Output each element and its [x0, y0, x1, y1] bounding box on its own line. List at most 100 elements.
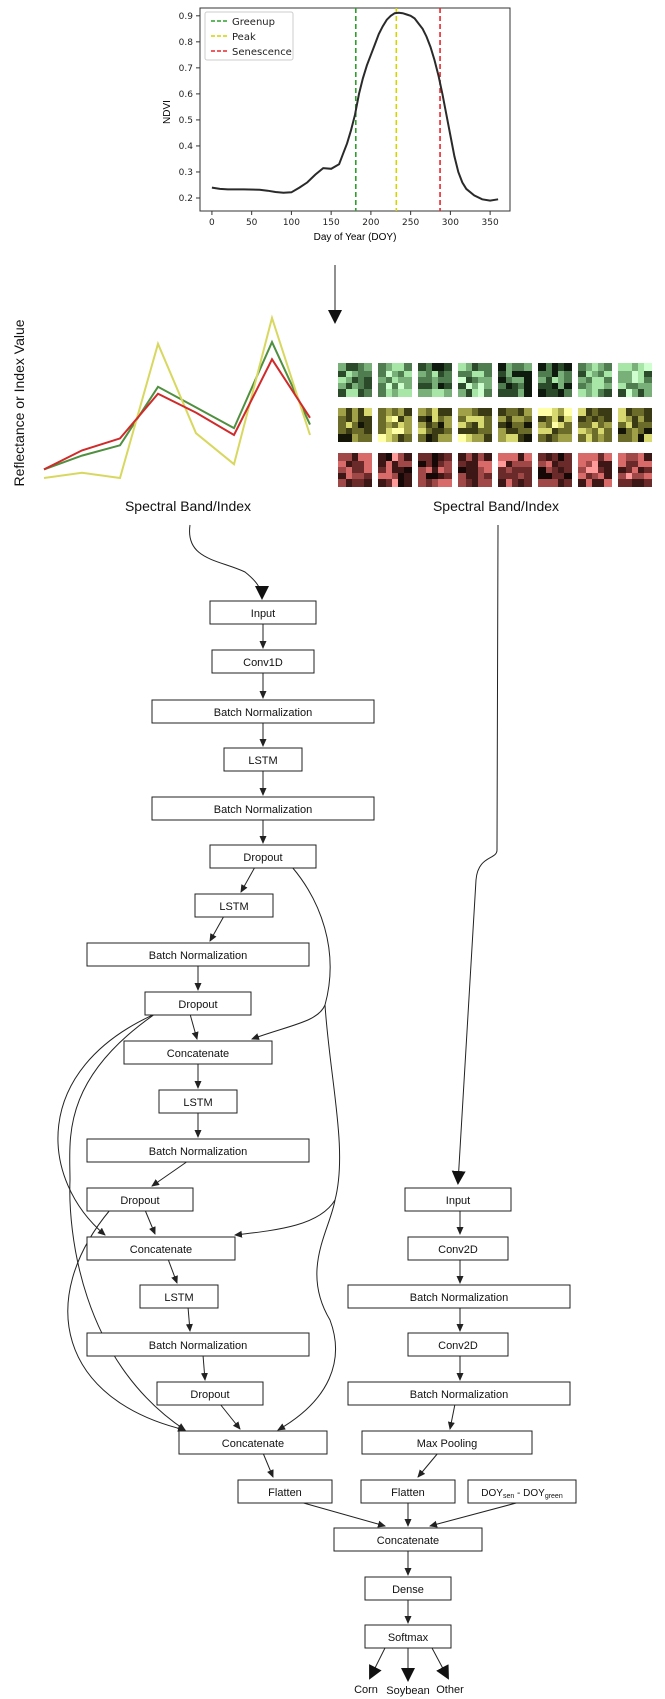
node-label: Input — [251, 608, 275, 620]
pixel — [564, 434, 572, 442]
output-soybean: Soybean — [386, 1685, 429, 1697]
pixel — [626, 434, 634, 442]
pixel — [564, 416, 572, 424]
pixel — [404, 422, 412, 430]
pixel — [552, 363, 560, 371]
pixel — [466, 363, 474, 371]
pixel — [506, 408, 514, 416]
pixel — [358, 377, 366, 385]
pixel — [418, 473, 426, 481]
pixel — [558, 453, 566, 461]
pixel — [386, 408, 394, 416]
pixel — [404, 428, 412, 436]
pixel — [438, 389, 446, 397]
pixel — [586, 461, 594, 469]
pixel — [626, 422, 634, 430]
pixel — [518, 453, 526, 461]
pixel — [392, 383, 400, 391]
legend: Greenup Peak Senescence — [204, 11, 294, 61]
pixel — [438, 371, 446, 379]
pixel — [618, 422, 626, 430]
pixel — [604, 453, 612, 461]
pixel — [638, 383, 646, 391]
pixel — [418, 363, 426, 371]
pixel — [632, 416, 640, 424]
pixel — [458, 428, 466, 436]
pixel — [586, 453, 594, 461]
pixel — [592, 363, 600, 371]
pixel — [632, 467, 640, 475]
pixel — [386, 383, 394, 391]
pixel — [506, 467, 514, 475]
pixel — [638, 389, 646, 397]
pixel — [604, 461, 612, 469]
pixel — [498, 434, 506, 442]
pixel — [506, 479, 514, 487]
node-concatenate-2: Concatenate — [86, 1236, 236, 1261]
pixel — [564, 422, 572, 430]
image-patch-r2-c8 — [618, 408, 652, 442]
pixel — [378, 416, 386, 424]
pixel — [578, 467, 586, 475]
pixel — [644, 371, 652, 379]
pixel — [338, 363, 346, 371]
pixel — [484, 416, 492, 424]
pixel — [592, 422, 600, 430]
image-patch-r2-c4 — [458, 408, 492, 442]
y-tick-label: 0.6 — [179, 90, 194, 100]
node-label: Dropout — [120, 1195, 159, 1207]
output-other: Other — [436, 1684, 464, 1696]
node-concatenate-1: Concatenate — [123, 1040, 273, 1065]
pixel — [546, 371, 554, 379]
image-grid-to-input-arrow — [451, 524, 499, 1185]
pixel — [398, 473, 406, 481]
pixel — [524, 383, 532, 391]
pixel — [626, 453, 634, 461]
pixel — [364, 473, 372, 481]
pixel — [598, 453, 606, 461]
pixel — [432, 416, 440, 424]
pixel — [418, 467, 426, 475]
pixel — [506, 416, 514, 424]
pixel — [632, 383, 640, 391]
pixel — [484, 371, 492, 379]
pixel — [352, 473, 360, 481]
pixel — [364, 434, 372, 442]
pixel — [378, 363, 386, 371]
pixel — [478, 422, 486, 430]
pixel — [392, 479, 400, 487]
pixel — [618, 473, 626, 481]
pixel — [498, 371, 506, 379]
image-patch-r1-c6 — [538, 363, 572, 397]
pixel — [444, 434, 452, 442]
y-tick-label: 0.9 — [179, 12, 194, 22]
pixel — [524, 453, 532, 461]
pixel — [478, 408, 486, 416]
pixel — [444, 422, 452, 430]
spectral-line-plot — [43, 314, 311, 480]
pixel — [426, 389, 434, 397]
node-label: Conv2D — [438, 1340, 478, 1352]
pixel — [618, 434, 626, 442]
pixel — [358, 371, 366, 379]
pixel — [498, 473, 506, 481]
output-corn: Corn — [354, 1684, 378, 1696]
pixel — [626, 363, 634, 371]
pixel — [506, 434, 514, 442]
pixel — [432, 479, 440, 487]
pixel — [398, 422, 406, 430]
pixel — [552, 479, 560, 487]
pixel — [604, 371, 612, 379]
pixel — [378, 479, 386, 487]
pixel — [518, 371, 526, 379]
node-batchnorm-6: Batch Normalization — [347, 1284, 571, 1309]
y-tick-label: 0.8 — [179, 38, 194, 48]
pixel — [564, 473, 572, 481]
pixel — [538, 363, 546, 371]
pixel — [438, 428, 446, 436]
node-softmax: Softmax — [364, 1624, 452, 1649]
pixel — [418, 479, 426, 487]
pixel — [618, 371, 626, 379]
pixel — [438, 479, 446, 487]
node-label: Concatenate — [377, 1535, 439, 1547]
